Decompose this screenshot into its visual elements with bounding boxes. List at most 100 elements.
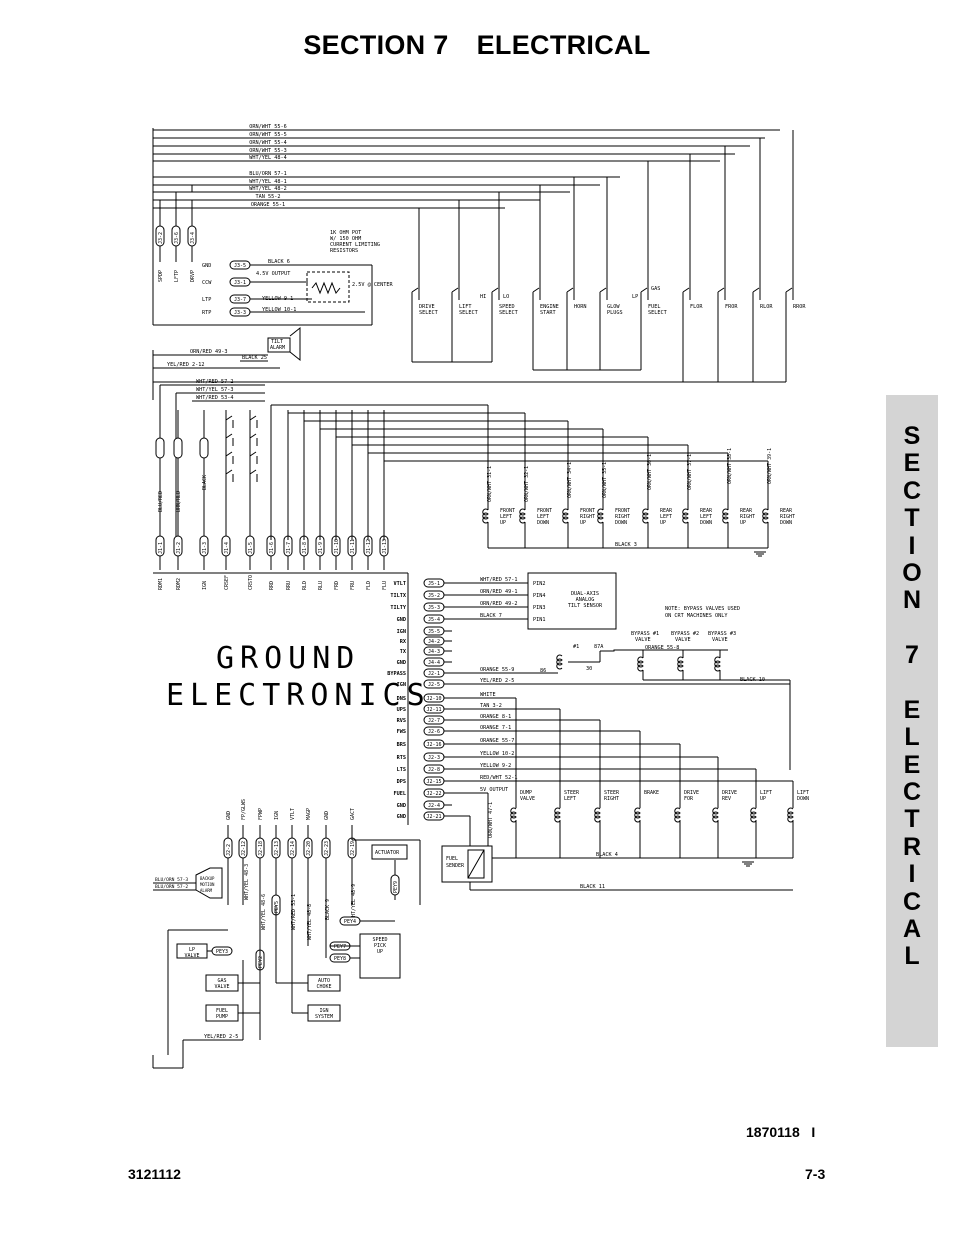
valve-label: REV (722, 796, 731, 802)
connector-pin (339, 916, 361, 926)
module-pin-label: RX (400, 639, 407, 645)
connector-pin-label: PEY9 (393, 881, 399, 893)
tilt-alarm-label: TILT (271, 339, 283, 345)
valve-coil (722, 508, 729, 524)
valve-label: LEFT (537, 514, 549, 520)
wire-label: ORN/WHT 36-1 (647, 454, 653, 490)
tilt-sensor-pin: PIN2 (533, 581, 546, 587)
module-pin-label: BYPASS (387, 671, 406, 677)
connector-pin-label: PEY4 (344, 919, 356, 925)
j1-pin-name: IGN (202, 581, 208, 590)
tilt-sensor-label: TILT SENSOR (568, 603, 603, 609)
fuse-label: SPDP (158, 270, 164, 282)
switch-0 (411, 287, 419, 293)
connector-pin (321, 837, 331, 859)
switch-label: FROR (725, 304, 738, 310)
pot-pin-label: CCW (202, 280, 212, 286)
alarm-label: MOTION (200, 882, 215, 887)
wire-label: 5V OUTPUT (480, 787, 508, 793)
switch-label: RLOR (760, 304, 773, 310)
connector-pin (199, 437, 209, 459)
pot-housing (306, 271, 350, 303)
switch-label: SPEED (499, 304, 515, 310)
connector-pin-label: J3-6 (174, 232, 180, 244)
module-pin-label: LTS (397, 767, 406, 773)
valve-coil (482, 508, 489, 524)
valve-label: FRONT (615, 508, 630, 514)
bypass-label: BYPASS #1 (631, 631, 659, 637)
pot-pin-label: LTP (202, 297, 211, 303)
module-pin-label: VTLT (394, 581, 407, 587)
switch-label: HORN (574, 304, 587, 310)
j2-pin-name: GND (324, 811, 330, 820)
wire-label: BLACK 9 (325, 899, 331, 920)
valve-label: UP (500, 520, 506, 526)
module-pin-label: UPS (397, 707, 406, 713)
bypass-label: VALVE (635, 637, 651, 643)
wire-label: WHT/YEL 48-9 (351, 884, 357, 920)
connector-pin (221, 535, 231, 557)
module-pin-label: TILTY (390, 605, 406, 611)
sw-contact (225, 469, 233, 475)
j2-pin-name: VTLT (290, 808, 296, 820)
component-label: SPEED (372, 937, 387, 943)
side-tab-letter: I (908, 531, 916, 560)
switch-4 (566, 287, 574, 293)
component-label: FUEL (216, 1008, 228, 1014)
switch-label: START (540, 310, 556, 316)
connector-pin-label: J4-3 (428, 649, 440, 655)
actuator-label: ACTUATOR (375, 850, 400, 856)
connector-pin-label: J2-14 (290, 841, 296, 856)
wire-label: BLACK 11 (580, 884, 605, 890)
wire-label: ORANGE 8-1 (480, 714, 511, 720)
bypass-label: VALVE (675, 637, 691, 643)
wire-label: RED/WHT 52-1 (480, 775, 517, 781)
pot-note: 1K OHM POT (330, 230, 361, 236)
j1-pin-name: FRU (350, 581, 356, 590)
valve-label: STEER (604, 790, 620, 796)
switch-mark: LO (503, 294, 509, 300)
wire-label: YEL/RED 2-12 (167, 362, 204, 368)
switch-mark: GAS (651, 286, 660, 292)
connector-pin-label: J1-3 (202, 542, 208, 554)
sw-contact (249, 433, 257, 439)
connector-pin-label: J2-2 (226, 844, 232, 856)
module-pin-label: DPS (397, 779, 406, 785)
wire-label: BLU/ORN 57-2 (155, 884, 188, 890)
valve-label: RIGHT (604, 796, 619, 802)
j1-pin-name: RLD (302, 581, 308, 590)
wire-label: YELLOW 10-1 (262, 307, 296, 313)
connector-pin-label: J1-2 (176, 542, 182, 554)
tilt-sensor-pin: PIN1 (533, 617, 546, 623)
side-tab-letter: T (904, 504, 920, 533)
wire-label: ORN/WHT 34-1 (567, 462, 573, 498)
sw-contact (225, 433, 233, 439)
valve-label: REAR (660, 508, 673, 514)
wire-label: ORN/WHT 55-6 (249, 124, 286, 130)
wire-label: BLU/ORN 57-1 (249, 171, 286, 177)
valve-label: FOR (684, 796, 694, 802)
wire-label: ORN/WHT 32-1 (524, 466, 530, 502)
connector-pin-label: J2-23 (324, 841, 330, 856)
side-tab-letter: L (904, 723, 920, 752)
alarm-label: ALARM (200, 888, 213, 893)
j2-pin-name: FP/GLWS (241, 799, 247, 820)
connector-pin-label: J3-2 (158, 232, 164, 244)
wire-label: ORN/WHT 37-1 (687, 454, 693, 490)
valve-label: LIFT (797, 790, 809, 796)
pot-note: RESISTORS (330, 248, 358, 254)
valve-coil (762, 508, 769, 524)
sw-contact (249, 469, 257, 475)
wire-label: WHT/RED 53-1 (291, 894, 297, 930)
valve-label: RIGHT (740, 514, 755, 520)
wire (159, 199, 505, 208)
side-tab-letter: A (902, 915, 922, 944)
connector-pin-label: J5-4 (428, 617, 440, 623)
valve-label: DOWN (797, 796, 809, 802)
sw-contact (249, 415, 257, 421)
valve-coil (554, 807, 561, 823)
connector-pin-label: J1-9 (318, 542, 324, 554)
bypass-coil (714, 656, 721, 672)
component-label: PICK (374, 943, 386, 949)
